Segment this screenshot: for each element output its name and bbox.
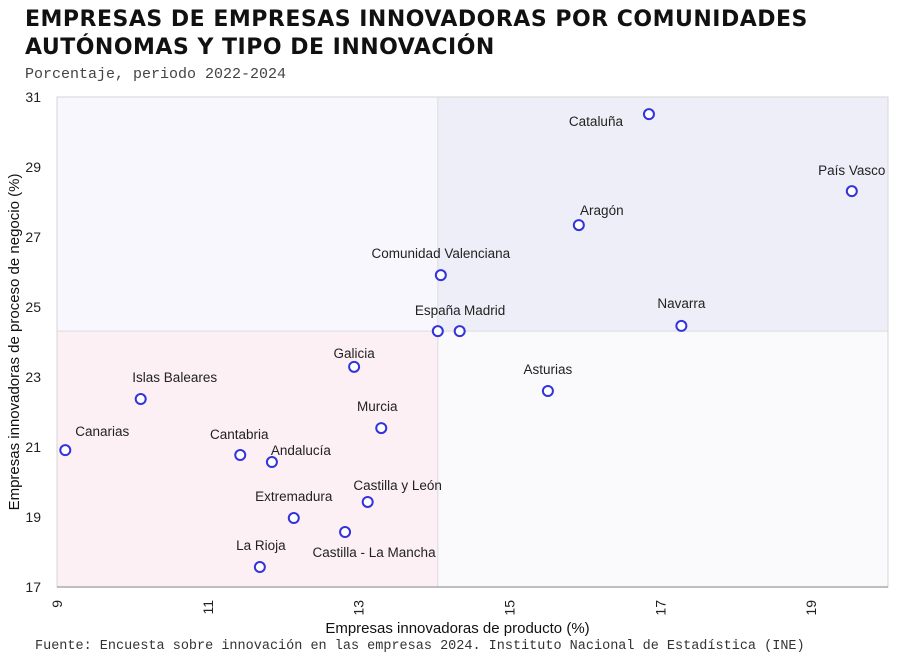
- chart-subtitle: Porcentaje, periodo 2022-2024: [25, 66, 287, 83]
- data-point-marker: [361, 495, 374, 508]
- y-tick-label: 31: [25, 89, 41, 105]
- data-point-label: Castilla - La Mancha: [313, 545, 437, 560]
- data-point-marker: [265, 456, 278, 469]
- data-point-label: Madrid: [464, 303, 505, 318]
- chart-title: EMPRESAS DE EMPRESAS INNOVADORAS POR COM…: [25, 7, 808, 60]
- data-point-label: Navarra: [657, 296, 706, 311]
- y-tick-label: 17: [25, 579, 41, 595]
- data-point-marker: [541, 385, 554, 397]
- data-point-marker: [453, 325, 466, 338]
- data-point-marker: [59, 444, 72, 457]
- y-tick-label: 23: [25, 369, 41, 385]
- data-point-label: Islas Baleares: [132, 370, 217, 385]
- y-tick-label: 25: [25, 299, 41, 315]
- data-point-marker: [348, 360, 361, 373]
- x-axis-label: Empresas innovadoras de producto (%): [325, 620, 589, 637]
- data-point-marker: [234, 449, 247, 462]
- data-point-label: Extremadura: [255, 489, 333, 504]
- data-point-label: La Rioja: [236, 538, 286, 553]
- y-tick-label: 21: [25, 439, 41, 455]
- y-tick-label: 27: [25, 229, 41, 245]
- data-point-marker: [434, 269, 447, 282]
- data-point-label: Galicia: [333, 346, 375, 361]
- data-point-label: España: [415, 303, 461, 318]
- data-point-marker: [375, 422, 388, 435]
- x-tick-label: 13: [351, 600, 367, 616]
- data-point-label: Canarias: [75, 424, 129, 439]
- y-tick-label: 29: [25, 159, 41, 175]
- y-tick-label: 19: [25, 509, 41, 525]
- quadrant-top-left: [57, 97, 438, 332]
- data-point-label: Castilla y León: [353, 478, 442, 493]
- quadrant-top-right: [437, 97, 888, 332]
- data-point-label: Cantabria: [210, 427, 269, 442]
- data-point-marker: [642, 108, 655, 121]
- data-point-marker: [572, 219, 585, 232]
- data-point-marker: [134, 393, 147, 406]
- data-point-label: Andalucía: [271, 443, 332, 458]
- data-point-label: País Vasco: [818, 163, 885, 178]
- data-point-label: Cataluña: [569, 114, 624, 129]
- data-point-marker: [675, 319, 688, 332]
- data-point-marker: [253, 561, 266, 574]
- data-point-label: Murcia: [357, 399, 398, 414]
- source-note: Fuente: Encuesta sobre innovación en las…: [35, 639, 805, 654]
- x-tick-label: 11: [200, 600, 216, 615]
- data-point-marker: [845, 185, 858, 198]
- quadrant-bottom-left: [57, 331, 438, 587]
- data-point-label: Comunidad Valenciana: [372, 246, 511, 261]
- data-point-marker: [287, 512, 300, 525]
- x-tick-label: 9: [49, 600, 65, 608]
- quadrant-bottom-right: [437, 331, 888, 587]
- y-axis-label: Empresas innovadoras de proceso de negoc…: [6, 174, 23, 511]
- data-point-marker: [431, 325, 444, 338]
- x-tick-label: 19: [803, 600, 819, 616]
- x-tick-label: 15: [501, 600, 517, 616]
- x-tick-label: 17: [652, 600, 668, 616]
- data-point-marker: [339, 526, 352, 539]
- data-point-label: Asturias: [524, 362, 573, 377]
- data-point-label: Aragón: [580, 203, 624, 218]
